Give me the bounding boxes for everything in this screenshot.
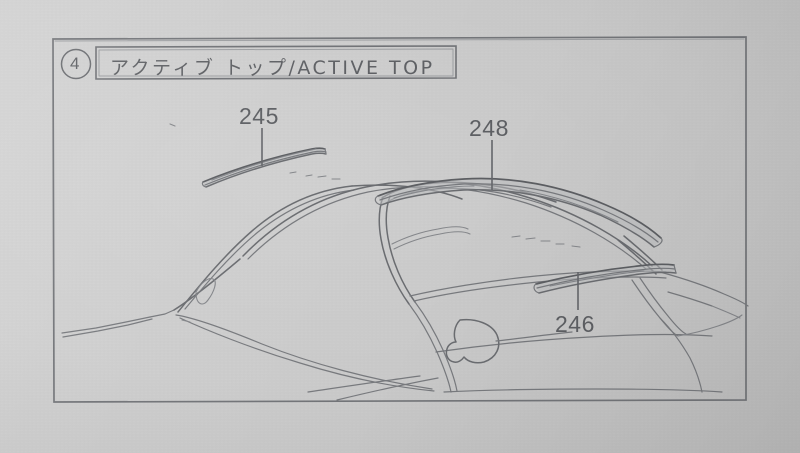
title-box (60, 45, 457, 80)
windshield-lower-edge (179, 317, 435, 392)
hatch-marks (169, 123, 581, 323)
part-245-front-header-molding (201, 147, 327, 188)
callout-label-248: 248 (469, 115, 509, 141)
a-pillar-detail (195, 278, 216, 305)
section-number: 4 (70, 54, 80, 73)
leader-lines (261, 128, 579, 310)
rear-deck-lines (659, 305, 741, 393)
callout-labels: 245 248 246 (239, 103, 595, 337)
callout-label-245: 245 (239, 103, 279, 129)
windshield-outline (177, 184, 463, 313)
door-frame-pillar (378, 195, 458, 393)
hood-and-cowl-lines (61, 258, 433, 390)
part-248-roof-side-molding (374, 177, 663, 248)
diagram-frame (52, 36, 747, 403)
callout-label-246: 246 (555, 311, 595, 337)
part-246-rear-weatherstrip (533, 263, 677, 294)
rear-quarter-window (617, 235, 749, 337)
side-window-glass (391, 226, 471, 250)
page-title: アクティブ トップ/ACTIVE TOP (110, 57, 435, 79)
side-mirror (445, 318, 573, 364)
lower-body-lines (307, 334, 723, 401)
